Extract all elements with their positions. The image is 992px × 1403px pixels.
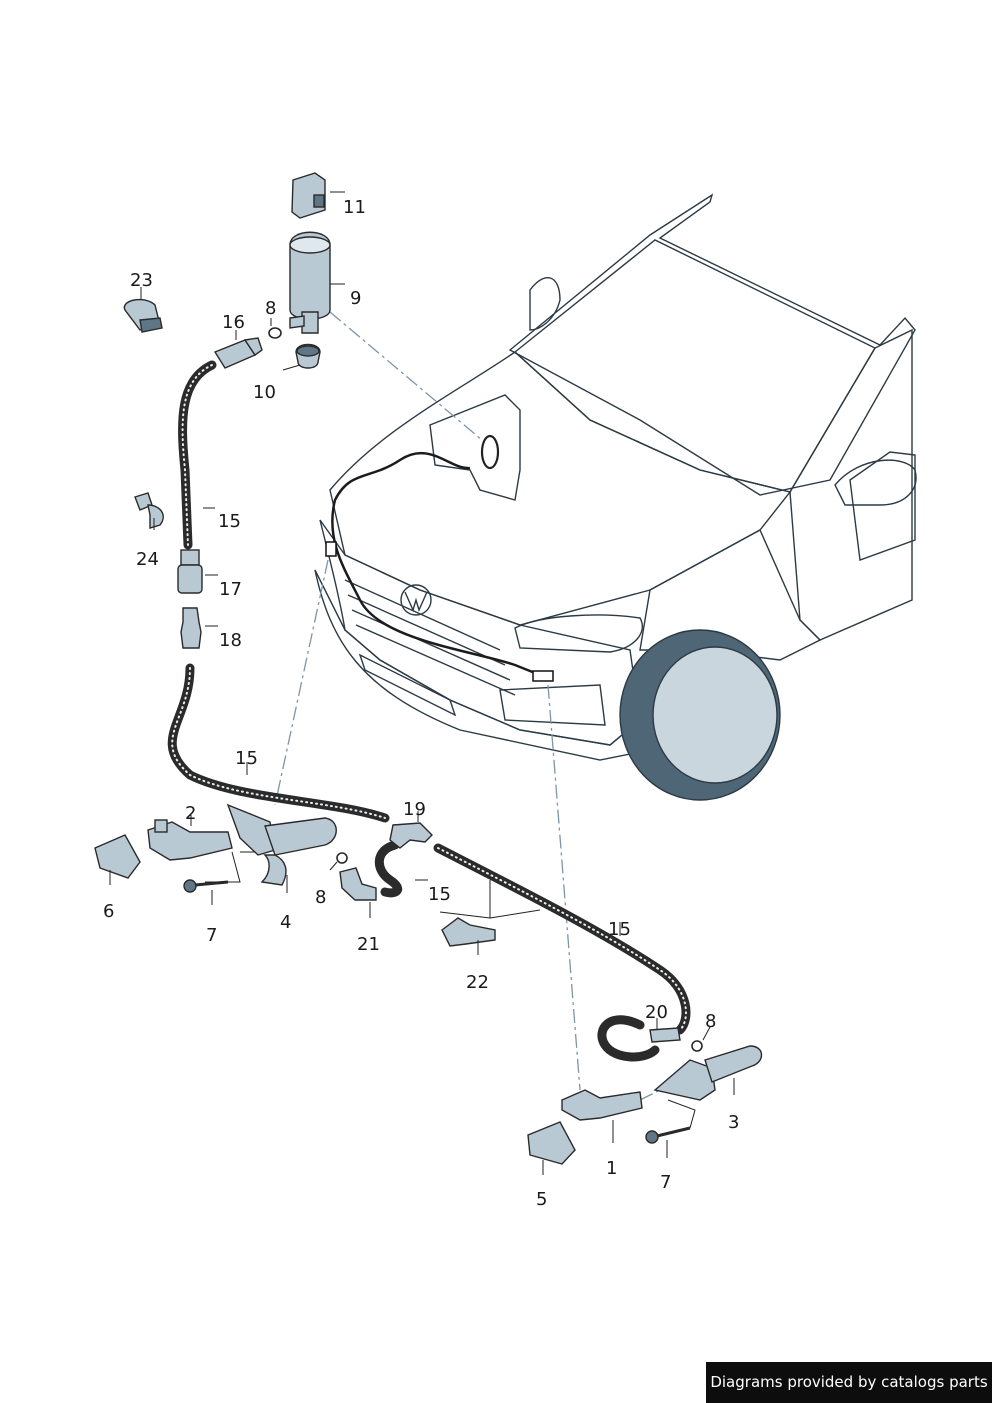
- callout-1: 1: [606, 1158, 617, 1179]
- part-8-o-ring-right: [691, 1040, 703, 1052]
- part-24-clip: [134, 492, 164, 529]
- callout-9: 9: [350, 288, 361, 309]
- callout-19: 19: [403, 799, 426, 820]
- part-5-cap-right: [527, 1121, 576, 1165]
- part-22-clip: [441, 917, 496, 947]
- callout-4: 4: [280, 912, 291, 933]
- callout-8-mid: 8: [315, 887, 326, 908]
- callout-15-mid: 15: [235, 748, 258, 769]
- callout-labels: 11 9 8 10 16 23 15 24 17 18 15 19 2 6 7 …: [103, 197, 739, 1210]
- callout-3: 3: [728, 1112, 739, 1133]
- part-8-o-ring: [268, 327, 282, 339]
- part-23-clip: [123, 298, 163, 333]
- callout-20: 20: [645, 1002, 668, 1023]
- callout-23: 23: [130, 270, 153, 291]
- part-9-washer-pump: [289, 231, 331, 334]
- part-7-screw-right: [645, 1126, 691, 1144]
- callout-15-right: 15: [608, 919, 631, 940]
- credit-banner: Diagrams provided by catalogs parts: [706, 1362, 992, 1403]
- part-3-bracket-right: [653, 1045, 763, 1101]
- callout-15-top: 15: [218, 511, 241, 532]
- vehicle-front-illustration: [314, 193, 917, 801]
- part-11-connector: [291, 172, 326, 219]
- callout-11: 11: [343, 197, 366, 218]
- part-21-elbow: [339, 867, 377, 901]
- callout-24: 24: [136, 549, 159, 570]
- part-6-cap-left: [94, 834, 141, 879]
- callout-7-right: 7: [660, 1172, 671, 1193]
- callout-6: 6: [103, 901, 114, 922]
- part-2-nozzle-left: [147, 819, 233, 861]
- callout-16: 16: [222, 312, 245, 333]
- part-18-connector: [180, 607, 202, 649]
- part-10-grommet: [295, 343, 321, 369]
- callout-17: 17: [219, 579, 242, 600]
- callout-21: 21: [357, 934, 380, 955]
- callout-18: 18: [219, 630, 242, 651]
- credit-text: Diagrams provided by catalogs parts: [710, 1373, 988, 1391]
- callout-22: 22: [466, 972, 489, 993]
- part-4-bracket-left: [226, 803, 337, 886]
- part-17-check-valve: [177, 549, 203, 594]
- part-8-o-ring-mid: [336, 852, 348, 864]
- callout-8-right: 8: [705, 1011, 716, 1032]
- callout-5: 5: [536, 1189, 547, 1210]
- part-16-hose-connector: [213, 337, 263, 369]
- callout-10: 10: [253, 382, 276, 403]
- callout-2: 2: [185, 803, 196, 824]
- callout-lead-lines: [109, 191, 735, 1175]
- callout-8-top: 8: [265, 298, 276, 319]
- callout-15-lower: 15: [428, 884, 451, 905]
- part-1-nozzle-right: [561, 1089, 643, 1121]
- part-19-t-piece: [389, 822, 433, 849]
- part-20-connector: [649, 1027, 681, 1043]
- washer-hoses: [167, 360, 691, 1062]
- callout-7-left: 7: [206, 925, 217, 946]
